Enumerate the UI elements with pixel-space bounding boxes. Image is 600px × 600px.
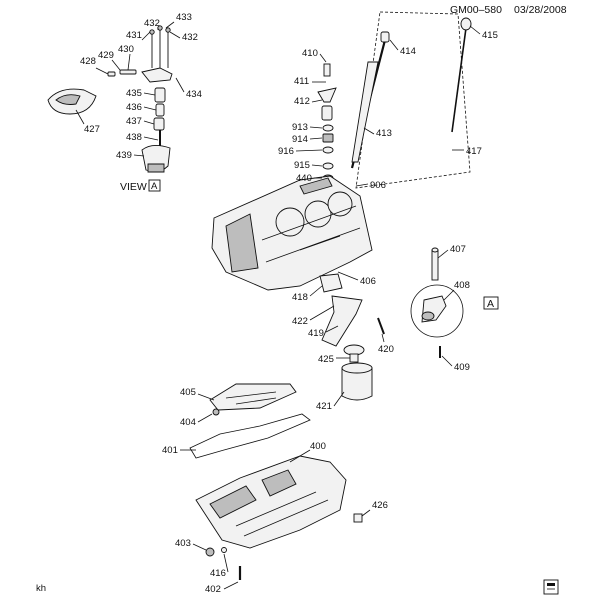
callout-407: 407 bbox=[450, 244, 466, 255]
view-caption: VIEW bbox=[120, 181, 147, 193]
callout-412: 412 bbox=[294, 96, 310, 107]
dipstick-drawing bbox=[350, 17, 472, 169]
callout-916: 916 bbox=[278, 146, 294, 157]
callout-439: 439 bbox=[116, 150, 132, 161]
view-marker-letter: A bbox=[487, 298, 494, 310]
callout-labels: 400 401 402 403 404 405 406 407 408 409 … bbox=[75, 12, 498, 595]
callout-438: 438 bbox=[126, 132, 142, 143]
callout-416: 416 bbox=[210, 568, 226, 579]
callout-429: 429 bbox=[98, 50, 114, 61]
callout-421: 421 bbox=[316, 401, 332, 412]
callout-401: 401 bbox=[162, 445, 178, 456]
callout-440: 440 bbox=[296, 173, 312, 184]
engine-block-drawing bbox=[211, 175, 373, 291]
callout-400: 400 bbox=[310, 441, 326, 452]
dipstick-outline-box bbox=[355, 11, 471, 189]
callout-414: 414 bbox=[400, 46, 416, 57]
callout-415: 415 bbox=[482, 30, 498, 41]
callout-436: 436 bbox=[126, 102, 142, 113]
callout-408: 408 bbox=[454, 280, 470, 291]
callout-915: 915 bbox=[294, 160, 310, 171]
callout-409: 409 bbox=[454, 362, 470, 373]
callout-402: 402 bbox=[205, 584, 221, 595]
callout-425: 425 bbox=[318, 354, 334, 365]
callout-430: 430 bbox=[118, 44, 134, 55]
diagram-code: GM00–580 bbox=[450, 4, 502, 16]
callout-913: 913 bbox=[292, 122, 308, 133]
callout-433: 433 bbox=[176, 12, 192, 23]
oil-cooler-tube-drawing bbox=[431, 247, 439, 281]
callout-435: 435 bbox=[126, 88, 142, 99]
view-caption-box bbox=[148, 179, 161, 192]
view-caption-letter: A bbox=[151, 181, 158, 192]
callout-406: 406 bbox=[360, 276, 376, 287]
callout-410: 410 bbox=[302, 48, 318, 59]
callout-914: 914 bbox=[292, 134, 308, 145]
callout-422: 422 bbox=[292, 316, 308, 327]
book-icon bbox=[543, 579, 559, 595]
callout-404: 404 bbox=[180, 417, 196, 428]
callout-419: 419 bbox=[308, 328, 324, 339]
oil-filter-adapter-drawing bbox=[319, 273, 385, 401]
detail-circle bbox=[410, 284, 464, 338]
oil-pan-gasket-drawing bbox=[189, 413, 311, 459]
callout-427: 427 bbox=[84, 124, 100, 135]
diagram-date: 03/28/2008 bbox=[514, 4, 567, 16]
callout-417: 417 bbox=[466, 146, 482, 157]
callout-413: 413 bbox=[376, 128, 392, 139]
oil-pan-baffle-drawing bbox=[209, 383, 297, 416]
oil-pan-drawing bbox=[195, 455, 363, 580]
oil-pressure-sensor-stack bbox=[317, 63, 337, 182]
callout-418: 418 bbox=[292, 292, 308, 303]
oil-pump-assembly-drawing bbox=[47, 25, 173, 173]
oil-level-sensor-drawing bbox=[421, 295, 447, 358]
callout-434: 434 bbox=[186, 89, 202, 100]
callout-420: 420 bbox=[378, 344, 394, 355]
callout-432-right: 432 bbox=[182, 32, 198, 43]
callout-428: 428 bbox=[80, 56, 96, 67]
corner-initials: kh bbox=[36, 583, 46, 594]
callout-437: 437 bbox=[126, 116, 142, 127]
callout-431: 431 bbox=[126, 30, 142, 41]
callout-403: 403 bbox=[175, 538, 191, 549]
callout-411: 411 bbox=[294, 76, 309, 87]
callout-432-top: 432 bbox=[144, 18, 160, 29]
callout-906: 906 bbox=[370, 180, 386, 191]
callout-405: 405 bbox=[180, 387, 196, 398]
view-marker-box bbox=[483, 296, 499, 310]
callout-426: 426 bbox=[372, 500, 388, 511]
